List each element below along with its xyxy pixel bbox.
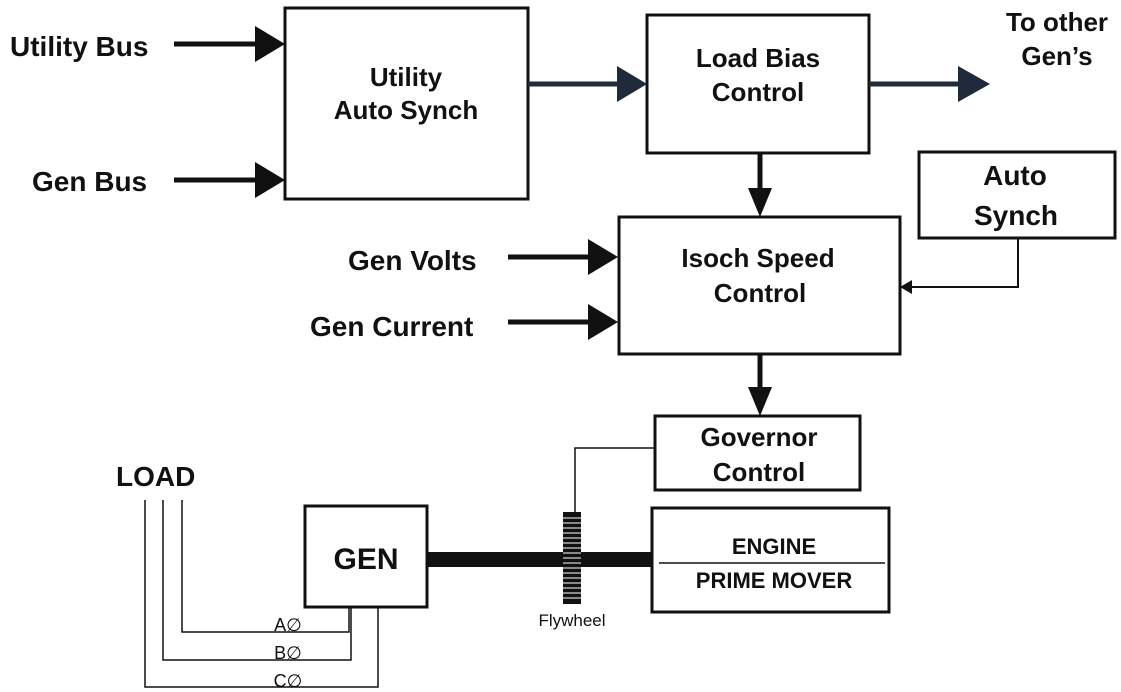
drive-shaft (427, 552, 652, 567)
autosynch-feedback-line (910, 238, 1019, 288)
gen-current-label: Gen Current (310, 311, 473, 342)
load-bias-control-label-line1: Load Bias (696, 43, 820, 73)
to-other-label-line2: Gen’s (1021, 41, 1092, 71)
phase-c-label: C∅ (274, 671, 303, 691)
utility-bus-label: Utility Bus (10, 31, 148, 62)
utility-auto-synch-box (283, 6, 530, 201)
flywheel-teeth (563, 517, 581, 599)
utility-auto-synch-label-line2: Auto Synch (334, 95, 478, 125)
isoch-speed-control-box (617, 215, 902, 356)
auto-synch-label-line1: Auto (983, 160, 1047, 191)
governor-sensor-line (574, 447, 655, 512)
gen-bus-arrowhead (255, 162, 285, 198)
gen-volts-label: Gen Volts (348, 245, 477, 276)
flywheel-label: Flywheel (538, 611, 605, 630)
isoch-speed-control-label-line2: Control (714, 278, 806, 308)
auto-synch-box (917, 150, 1117, 240)
gen-label: GEN (333, 543, 398, 576)
governor-control-label-line2: Control (713, 457, 805, 487)
governor-control-label-line1: Governor (700, 422, 817, 452)
gen-volts-arrowhead (588, 239, 618, 275)
gen-bus-label: Gen Bus (32, 166, 147, 197)
utility-auto-synch-label-line1: Utility (370, 62, 443, 92)
gen-box (303, 504, 429, 609)
prime-mover-label: PRIME MOVER (696, 568, 853, 593)
load-phase-b-wire (162, 500, 352, 661)
gen-current-arrowhead (588, 304, 618, 340)
utility-to-loadbias-arrowhead (617, 66, 647, 102)
load-phase-c-wire (144, 500, 379, 688)
engine-prime-mover-box (650, 506, 891, 614)
to-other-label-line1: To other (1006, 7, 1108, 37)
loadbias-to-isoch-arrowhead (748, 188, 772, 217)
isoch-speed-control-label-line1: Isoch Speed (681, 243, 834, 273)
load-phase-a-wire (181, 500, 350, 633)
load-label: LOAD (116, 461, 195, 492)
isoch-to-governor-arrowhead (748, 387, 772, 416)
phase-a-label: A∅ (274, 615, 302, 635)
to-other-gens-arrowhead (958, 66, 990, 102)
governor-control-box (653, 414, 862, 492)
auto-synch-label-line2: Synch (974, 200, 1058, 231)
load-bias-control-label-line2: Control (712, 77, 804, 107)
engine-label: ENGINE (732, 534, 816, 559)
utility-bus-arrowhead (255, 26, 285, 62)
phase-b-label: B∅ (274, 643, 302, 663)
autosynch-feedback-arrowhead (900, 280, 912, 294)
